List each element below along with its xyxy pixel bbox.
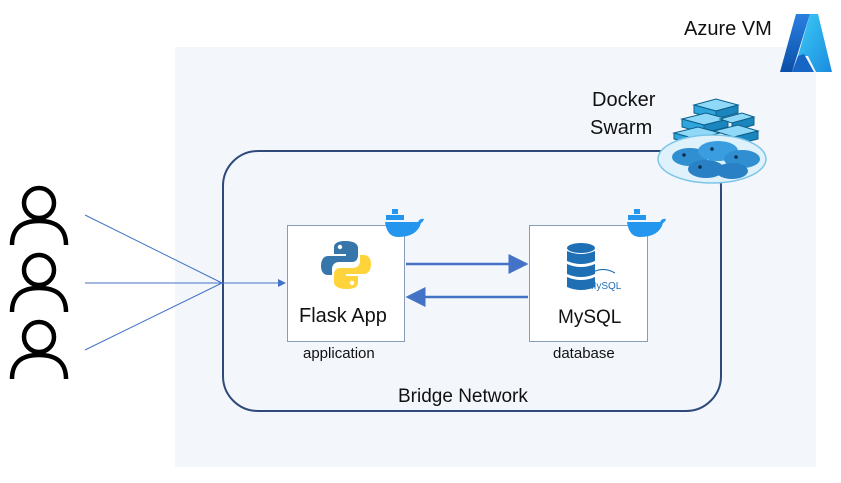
mysql-icon: MySQL bbox=[561, 239, 625, 303]
user-icon bbox=[9, 185, 69, 246]
docker-icon bbox=[627, 209, 666, 237]
user-icon bbox=[9, 319, 69, 380]
docker-swarm-label-2: Swarm bbox=[590, 117, 653, 139]
azure-icon bbox=[780, 14, 832, 72]
mysql-title: MySQL bbox=[558, 307, 622, 328]
mysql-logo-text: MySQL bbox=[588, 281, 622, 292]
python-icon bbox=[321, 241, 371, 289]
docker-swarm-label-1: Docker bbox=[592, 89, 656, 111]
azure-vm-label: Azure VM bbox=[684, 18, 772, 40]
user-icon bbox=[9, 252, 69, 313]
bridge-network-boundary bbox=[222, 150, 722, 412]
bridge-network-label: Bridge Network bbox=[398, 386, 528, 407]
mysql-role: database bbox=[553, 345, 615, 362]
docker-icon bbox=[385, 209, 424, 237]
docker-swarm-icon bbox=[657, 98, 767, 184]
flask-app-title: Flask App bbox=[299, 305, 387, 327]
user-request-line bbox=[84, 282, 223, 351]
user-request-line bbox=[84, 214, 223, 284]
flask-app-role: application bbox=[303, 345, 375, 362]
